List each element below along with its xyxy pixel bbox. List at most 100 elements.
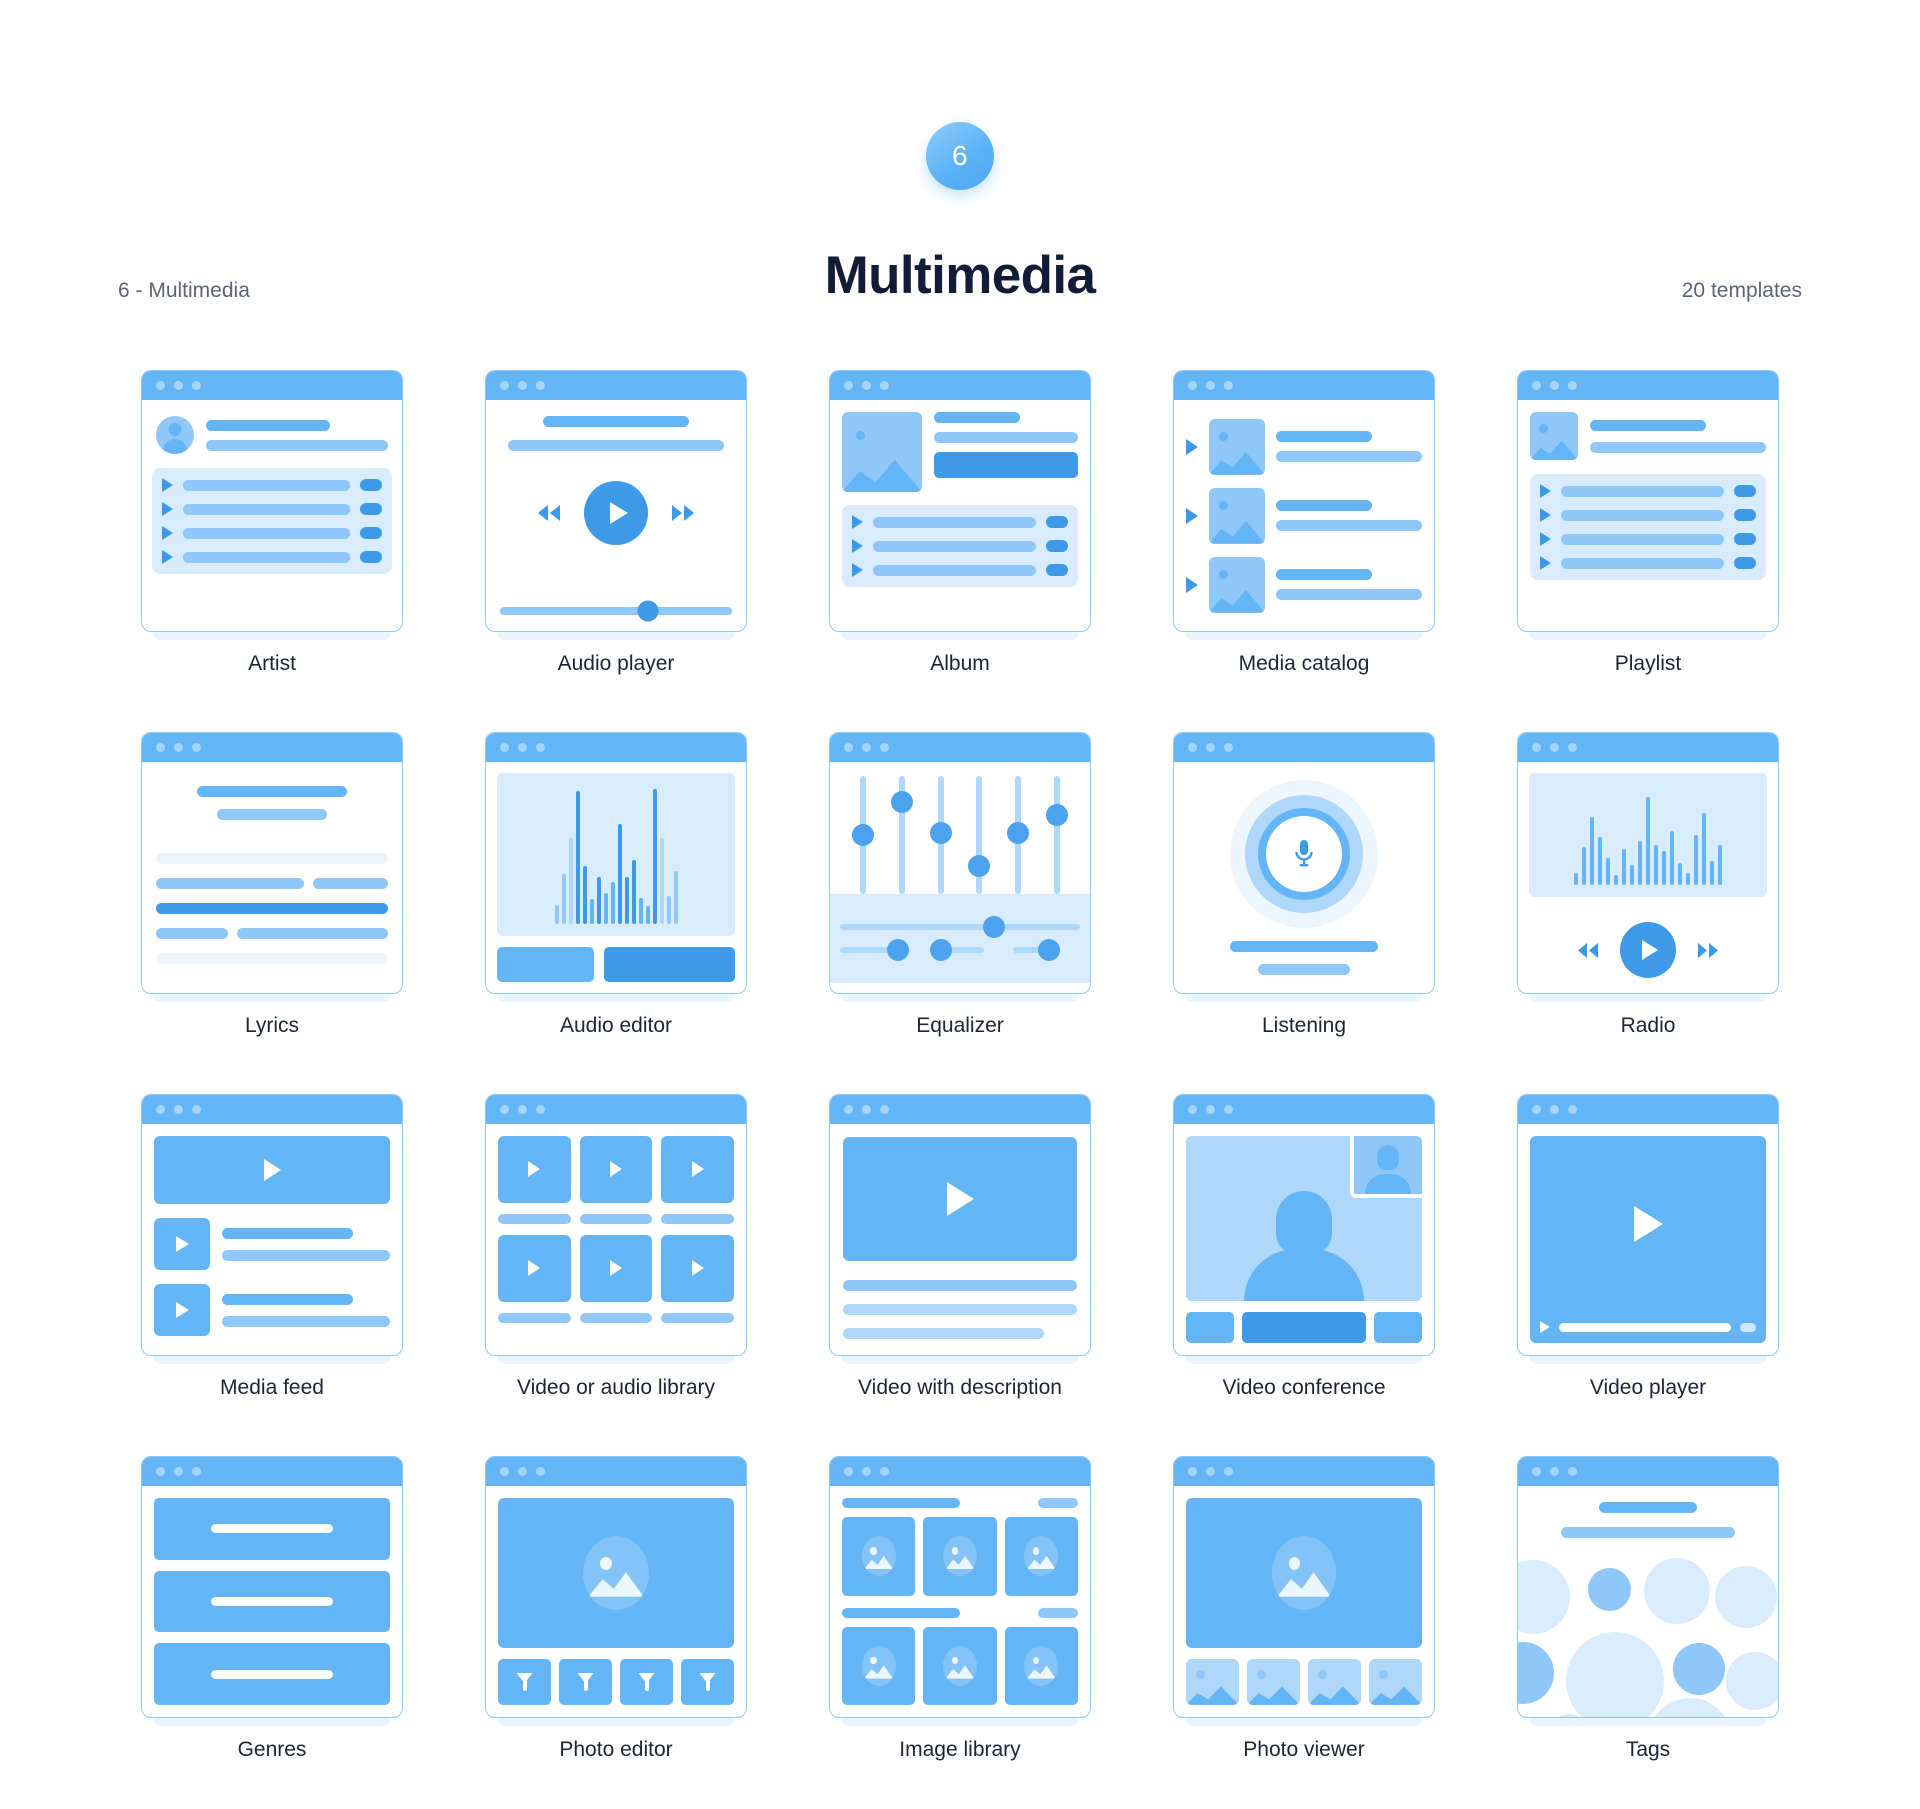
library-tile[interactable] (661, 1234, 734, 1302)
equalizer-slider[interactable] (1045, 776, 1068, 895)
template-card-image-library[interactable]: Image library (788, 1456, 1132, 1762)
library-tile[interactable] (579, 1136, 653, 1203)
slider-handle[interactable] (929, 821, 952, 844)
photo-tile[interactable] (1004, 1517, 1078, 1596)
photo-thumbnail[interactable] (1308, 1659, 1361, 1705)
track-action-badge[interactable] (360, 551, 382, 563)
track-row[interactable] (852, 563, 1068, 577)
template-card-genres[interactable]: Genres (100, 1456, 444, 1762)
feed-thumbnail[interactable] (154, 1218, 210, 1270)
group-action-placeholder[interactable] (1037, 1607, 1078, 1618)
tag-bubble[interactable] (1726, 1652, 1778, 1710)
fast-forward-icon[interactable] (1696, 942, 1720, 959)
photo-stage[interactable] (1186, 1498, 1422, 1648)
track-row[interactable] (1540, 508, 1756, 522)
catalog-row[interactable] (1186, 556, 1422, 613)
template-card-playlist[interactable]: Playlist (1476, 370, 1820, 676)
track-row[interactable] (162, 478, 382, 492)
play-icon[interactable] (162, 502, 173, 516)
tag-bubble[interactable] (1715, 1566, 1777, 1628)
play-button[interactable] (1620, 922, 1676, 978)
template-card-media-catalog[interactable]: Media catalog (1132, 370, 1476, 676)
group-action-placeholder[interactable] (1037, 1498, 1078, 1508)
slider-handle[interactable] (1045, 804, 1068, 827)
tag-bubble[interactable] (1566, 1632, 1664, 1717)
play-icon[interactable] (852, 539, 863, 553)
template-card-video-player[interactable]: Video player (1476, 1094, 1820, 1400)
catalog-row[interactable] (1186, 418, 1422, 475)
video-stage[interactable] (1530, 1136, 1766, 1311)
track-action-badge[interactable] (360, 479, 382, 491)
play-icon[interactable] (162, 526, 173, 540)
track-action-badge[interactable] (1734, 509, 1756, 521)
feed-hero-video[interactable] (154, 1136, 390, 1204)
playback-slider[interactable] (500, 600, 732, 622)
equalizer-slider[interactable] (840, 916, 1080, 939)
equalizer-slider[interactable] (1006, 776, 1029, 895)
tag-bubble[interactable] (1673, 1643, 1725, 1695)
track-row[interactable] (1540, 484, 1756, 498)
filter-button[interactable] (681, 1659, 734, 1705)
track-action-badge[interactable] (1046, 540, 1068, 552)
template-card-video-audio-library[interactable]: Video or audio library (444, 1094, 788, 1400)
waveform-icon[interactable] (497, 773, 735, 936)
play-button[interactable] (584, 481, 648, 545)
track-action-badge[interactable] (360, 527, 382, 539)
play-icon[interactable] (1186, 576, 1198, 593)
slider-handle[interactable] (852, 824, 875, 847)
slider-handle[interactable] (929, 939, 952, 962)
conference-self-view[interactable] (1350, 1136, 1422, 1198)
track-row[interactable] (162, 502, 382, 516)
track-action-badge[interactable] (1734, 557, 1756, 569)
photo-tile[interactable] (842, 1626, 916, 1705)
slider-handle[interactable] (968, 854, 991, 877)
template-card-lyrics[interactable]: Lyrics (100, 732, 444, 1038)
catalog-row[interactable] (1186, 487, 1422, 544)
photo-tile[interactable] (1004, 1626, 1078, 1705)
editor-secondary-button[interactable] (497, 947, 595, 982)
template-card-photo-viewer[interactable]: Photo viewer (1132, 1456, 1476, 1762)
slider-handle[interactable] (637, 600, 659, 622)
filter-button[interactable] (620, 1659, 673, 1705)
equalizer-slider[interactable] (968, 776, 991, 895)
rewind-icon[interactable] (536, 504, 562, 522)
tag-bubble[interactable] (1518, 1560, 1570, 1634)
track-action-badge[interactable] (1734, 485, 1756, 497)
photo-thumbnail[interactable] (1247, 1659, 1300, 1705)
feed-item[interactable] (154, 1218, 390, 1270)
play-icon[interactable] (1540, 1321, 1550, 1333)
tag-bubble[interactable] (1548, 1714, 1590, 1717)
feed-thumbnail[interactable] (154, 1284, 210, 1336)
filter-button[interactable] (498, 1659, 551, 1705)
photo-thumbnail[interactable] (1369, 1659, 1422, 1705)
fullscreen-icon[interactable] (1740, 1322, 1756, 1332)
template-card-audio-editor[interactable]: Audio editor (444, 732, 788, 1038)
play-icon[interactable] (1540, 508, 1551, 522)
template-card-radio[interactable]: Radio (1476, 732, 1820, 1038)
track-action-badge[interactable] (1046, 564, 1068, 576)
play-icon[interactable] (162, 478, 173, 492)
template-card-media-feed[interactable]: Media feed (100, 1094, 444, 1400)
video-stage[interactable] (843, 1137, 1077, 1261)
template-card-listening[interactable]: Listening (1132, 732, 1476, 1038)
play-icon[interactable] (1540, 532, 1551, 546)
play-icon[interactable] (1540, 484, 1551, 498)
play-icon[interactable] (852, 515, 863, 529)
genre-item[interactable] (154, 1498, 390, 1560)
filter-button[interactable] (559, 1659, 612, 1705)
photo-canvas[interactable] (498, 1498, 734, 1648)
track-row[interactable] (1540, 532, 1756, 546)
template-card-audio-player[interactable]: Audio player (444, 370, 788, 676)
play-icon[interactable] (852, 563, 863, 577)
feed-item[interactable] (154, 1284, 390, 1336)
template-card-video-conference[interactable]: Video conference (1132, 1094, 1476, 1400)
slider-handle[interactable] (982, 916, 1005, 939)
track-row[interactable] (852, 539, 1068, 553)
track-row[interactable] (162, 526, 382, 540)
equalizer-slider[interactable] (852, 776, 875, 895)
template-card-equalizer[interactable]: Equalizer (788, 732, 1132, 1038)
slider-handle[interactable] (1037, 939, 1060, 962)
library-tile[interactable] (661, 1136, 734, 1203)
library-tile[interactable] (498, 1136, 571, 1203)
template-card-artist[interactable]: Artist (100, 370, 444, 676)
